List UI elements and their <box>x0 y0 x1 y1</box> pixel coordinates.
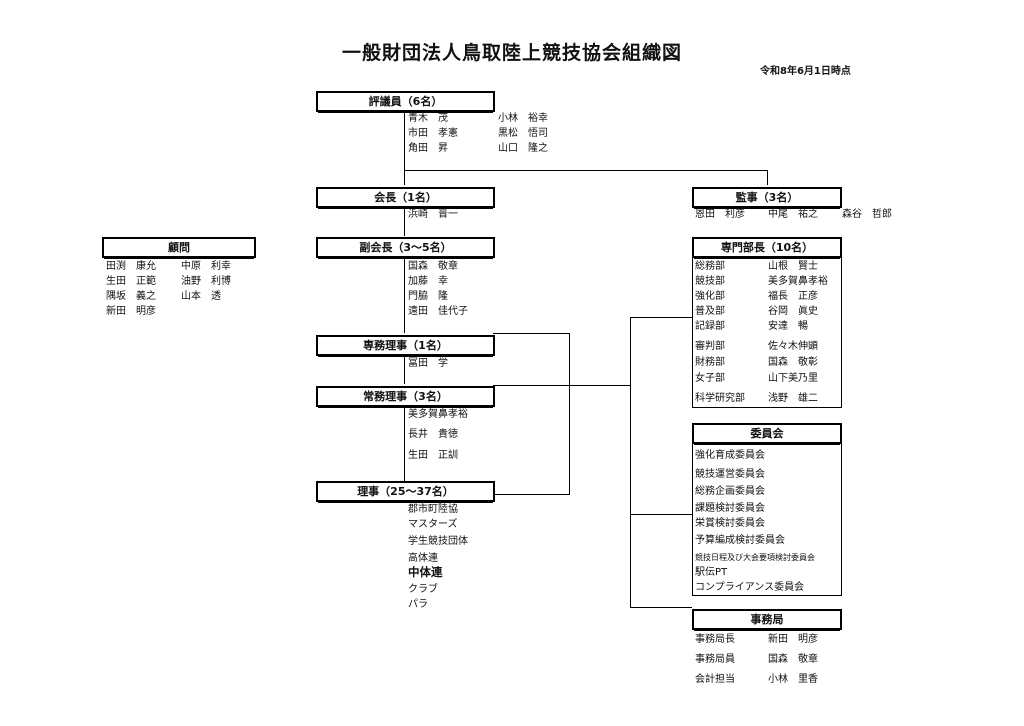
committee-item: 駅伝PT <box>695 567 728 578</box>
connector-line <box>404 112 405 185</box>
connector-line <box>404 257 405 333</box>
dept-head-name: 美多賀鼻孝裕 <box>768 276 828 287</box>
page-title: 一般財団法人鳥取陸上競技協会組織図 <box>341 42 682 64</box>
director-member: パラ <box>408 599 428 610</box>
dept-head-name: 浅野 雄二 <box>768 393 818 404</box>
connector-line <box>569 333 570 495</box>
connector-line <box>404 405 405 483</box>
auditor-member: 中尾 祐之 <box>768 209 818 220</box>
dept-name: 普及部 <box>695 306 725 317</box>
connector-line <box>630 514 692 515</box>
committee-item: 栄賞検討委員会 <box>695 518 765 529</box>
council-member: 角田 昇 <box>408 143 448 154</box>
advisor-member: 油野 利博 <box>181 276 231 287</box>
committee-item: 課題検討委員会 <box>695 503 765 514</box>
dept-name: 審判部 <box>695 341 725 352</box>
secretariat-box: 事務局 <box>692 609 842 631</box>
connector-line <box>493 385 631 386</box>
dept-head-name: 国森 敬彰 <box>768 357 818 368</box>
committee-item: 予算編成検討委員会 <box>695 535 785 546</box>
director-member: 学生競技団体 <box>408 536 468 547</box>
exec-director-member: 冨田 学 <box>408 358 448 369</box>
committee-item: 総務企画委員会 <box>695 486 765 497</box>
connector-line <box>404 170 768 171</box>
committee-frame-line <box>692 444 693 596</box>
connector-line <box>767 170 768 185</box>
dept-name: 競技部 <box>695 276 725 287</box>
secretariat-name: 新田 明彦 <box>768 634 818 645</box>
secretariat-name: 国森 敬章 <box>768 654 818 665</box>
president-member: 浜崎 晋一 <box>408 209 458 220</box>
advisor-member: 田渕 康允 <box>106 261 156 272</box>
council-member: 山口 隆之 <box>498 143 548 154</box>
council-member: 黒松 悟司 <box>498 128 548 139</box>
connector-line <box>630 607 692 608</box>
vice-president-member: 加藤 幸 <box>408 276 448 287</box>
director-member: 中体連 <box>408 565 443 579</box>
as-of-date: 令和8年6月1日時点 <box>760 66 851 77</box>
managing-director-member: 美多賀鼻孝裕 <box>408 409 468 420</box>
connector-line <box>404 354 405 384</box>
director-member: マスターズ <box>408 519 458 530</box>
vice-president-box: 副会長（3～5名） <box>316 237 495 259</box>
dept-head-name: 山根 賢士 <box>768 261 818 272</box>
dept-name: 女子部 <box>695 373 725 384</box>
vice-president-member: 国森 敬章 <box>408 261 458 272</box>
connector-line <box>630 317 631 608</box>
council-member: 市田 孝憲 <box>408 128 458 139</box>
committees-box: 委員会 <box>692 423 842 445</box>
vice-president-member: 遠田 佳代子 <box>408 306 468 317</box>
dept-name: 財務部 <box>695 357 725 368</box>
dept-frame-line <box>841 258 842 408</box>
auditor-member: 森谷 哲郎 <box>842 209 892 220</box>
dept-heads-box: 専門部長（10名） <box>692 237 842 259</box>
connector-line <box>493 333 569 334</box>
committee-frame-line <box>841 444 842 596</box>
dept-head-name: 谷岡 眞史 <box>768 306 818 317</box>
dept-frame-line <box>692 407 842 408</box>
vice-president-member: 門脇 隆 <box>408 291 448 302</box>
council-box: 評議員（6名） <box>316 91 495 113</box>
connector-line <box>404 206 405 236</box>
dept-head-name: 佐々木伸顕 <box>768 341 818 352</box>
advisor-member: 隅坂 義之 <box>106 291 156 302</box>
secretariat-role: 事務局長 <box>695 634 735 645</box>
secretariat-role: 事務局員 <box>695 654 735 665</box>
dept-name: 総務部 <box>695 261 725 272</box>
managing-director-box: 常務理事（3名） <box>316 386 495 408</box>
exec-director-box: 専務理事（1名） <box>316 335 495 357</box>
advisor-member: 中原 利幸 <box>181 261 231 272</box>
advisor-member: 新田 明彦 <box>106 306 156 317</box>
connector-line <box>630 317 692 318</box>
dept-head-name: 福長 正彦 <box>768 291 818 302</box>
auditor-member: 恩田 利彦 <box>695 209 745 220</box>
managing-director-member: 長井 貴徳 <box>408 429 458 440</box>
committee-item: 競技運営委員会 <box>695 469 765 480</box>
committee-item: 強化育成委員会 <box>695 450 765 461</box>
dept-frame-line <box>692 258 693 408</box>
council-member: 青木 茂 <box>408 113 448 124</box>
director-member: 高体連 <box>408 553 438 564</box>
directors-box: 理事（25～37名） <box>316 481 495 503</box>
dept-head-name: 山下美乃里 <box>768 373 818 384</box>
committee-frame-line <box>692 595 842 596</box>
dept-name: 記録部 <box>695 321 725 332</box>
secretariat-role: 会計担当 <box>695 674 735 685</box>
advisors-box: 顧問 <box>102 237 256 259</box>
advisor-member: 生田 正範 <box>106 276 156 287</box>
director-member: クラブ <box>408 584 438 595</box>
managing-director-member: 生田 正訓 <box>408 450 458 461</box>
committee-item: コンプライアンス委員会 <box>695 582 805 593</box>
director-member: 郡市町陸協 <box>408 504 458 515</box>
dept-name: 強化部 <box>695 291 725 302</box>
dept-head-name: 安達 暢 <box>768 321 808 332</box>
advisor-member: 山本 透 <box>181 291 221 302</box>
connector-line <box>493 494 570 495</box>
council-member: 小林 裕幸 <box>498 113 548 124</box>
committee-item: 競技日程及び大会要項検討委員会 <box>695 553 815 562</box>
auditors-box: 監事（3名） <box>692 187 842 209</box>
dept-name: 科学研究部 <box>695 393 745 404</box>
president-box: 会長（1名） <box>316 187 495 209</box>
secretariat-name: 小林 里香 <box>768 674 818 685</box>
